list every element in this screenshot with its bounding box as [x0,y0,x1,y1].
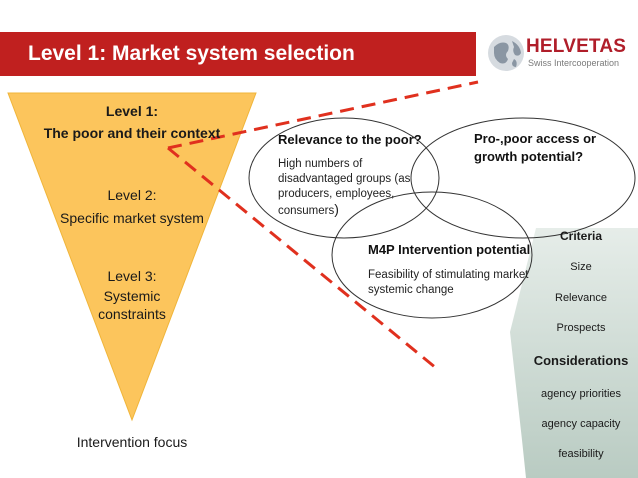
relevance-body-3: producers, employees, [278,188,395,200]
relevance-title: Relevance to the poor? [278,132,422,147]
relevance-body-4-paren: ) [334,201,339,217]
page-title: Level 1: Market system selection [28,42,355,65]
m4p-title: M4P Intervention potential [368,242,531,257]
level1-title: Level 1: [105,103,159,119]
level3-line2: Systemic [103,288,161,304]
title-bar: Level 1: Market system selection [0,32,476,76]
circle-relevance [248,117,440,239]
level3-title: Level 3: [107,268,157,284]
consideration-feasibility: feasibility [558,448,604,460]
m4p-body-1: Feasibility of stimulating market [368,269,529,281]
pro-poor-title-2: growth potential? [474,149,584,164]
level1-subtitle: The poor and their context [43,125,221,141]
pro-poor-title-1: Pro-,poor access or [474,131,597,146]
level2-title: Level 2: [107,187,157,203]
funnel-triangle [7,92,257,422]
brand-subtitle: Swiss Intercooperation [528,58,620,68]
circle-m4p [331,191,533,319]
criteria-relevance: Relevance [555,292,607,304]
dashed-connector-top [167,80,479,150]
criteria-panel-bg [510,228,638,478]
brand-name: HELVETAS [526,36,627,57]
consideration-agency-priorities: agency priorities [540,388,622,400]
relevance-body-4-text: consumers [278,205,335,217]
m4p-body-2: systemic change [368,284,454,296]
considerations-title: Considerations [533,353,629,368]
criteria-size: Size [570,261,592,273]
relevance-body-2: disadvantaged groups (as [278,173,411,185]
dashed-connector-bottom [167,146,437,370]
criteria-title: Criteria [559,229,603,243]
consideration-agency-capacity: agency capacity [541,418,621,430]
level2-subtitle: Specific market system [60,210,204,226]
relevance-body-1: High numbers of [278,158,363,170]
circle-pro-poor [410,117,636,239]
intervention-focus-label: Intervention focus [76,434,188,450]
level3-line3: constraints [98,306,166,322]
relevance-body-4: consumers) [278,202,339,219]
helvetas-logo: HELVETAS Swiss Intercooperation [486,30,636,76]
globe-icon [488,35,524,71]
criteria-prospects: Prospects [556,322,606,334]
